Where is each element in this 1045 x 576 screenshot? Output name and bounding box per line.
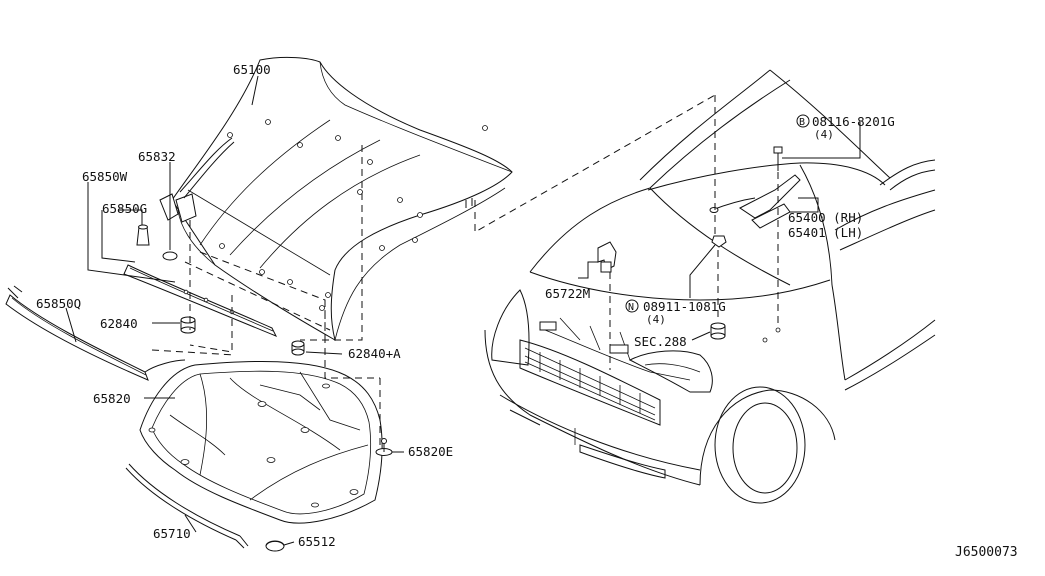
bumper-rubber-62840 <box>180 316 196 334</box>
leader-lines <box>65 75 861 546</box>
alignment-lines-right <box>609 95 779 370</box>
insulator-clip <box>375 438 393 456</box>
label-65401: 65401 (LH) <box>788 225 863 240</box>
label-65850g: 65850G <box>102 201 147 216</box>
bolt-marker: B <box>799 117 805 128</box>
label-62840: 62840 <box>100 316 138 331</box>
label-65850w: 65850W <box>82 169 128 184</box>
bolt-marker-circle <box>796 114 810 128</box>
label-65100: 65100 <box>233 62 271 77</box>
bumper-rubber-62840a <box>291 340 305 356</box>
front-seal-rubber <box>125 463 249 549</box>
label-65832: 65832 <box>138 149 176 164</box>
alignment-lines-left <box>151 94 716 445</box>
hood-stay <box>179 137 233 193</box>
label-65722m: 65722M <box>545 286 590 301</box>
part-labels: 65100 65832 65850W 65850G 65850Q 62840 6… <box>36 62 1018 560</box>
label-65512: 65512 <box>298 534 336 549</box>
hood-panel <box>171 56 513 342</box>
label-65850q: 65850Q <box>36 296 81 311</box>
hood-seal-strip <box>123 193 278 337</box>
label-08116-qty: (4) <box>814 128 834 141</box>
nut-marker: N <box>628 302 634 313</box>
label-sec288: SEC.288 <box>634 334 687 349</box>
label-08116: 08116-8201G <box>812 114 895 129</box>
diagram-code: J6500073 <box>955 545 1018 560</box>
label-62840a: 62840+A <box>348 346 401 361</box>
seal-clip <box>136 224 150 246</box>
hood-stay-clip <box>162 251 178 261</box>
rubber-cap <box>265 540 285 552</box>
label-65710: 65710 <box>153 526 191 541</box>
front-seal <box>5 285 186 381</box>
label-08911: 08911-1081G <box>643 299 726 314</box>
hood-insulator <box>139 360 383 524</box>
label-65400: 65400 (RH) <box>788 210 863 225</box>
nut-marker-circle <box>625 299 639 313</box>
car-body <box>484 69 936 504</box>
label-65820: 65820 <box>93 391 131 406</box>
label-65820e: 65820E <box>408 444 453 459</box>
label-08911-qty: (4) <box>646 313 666 326</box>
